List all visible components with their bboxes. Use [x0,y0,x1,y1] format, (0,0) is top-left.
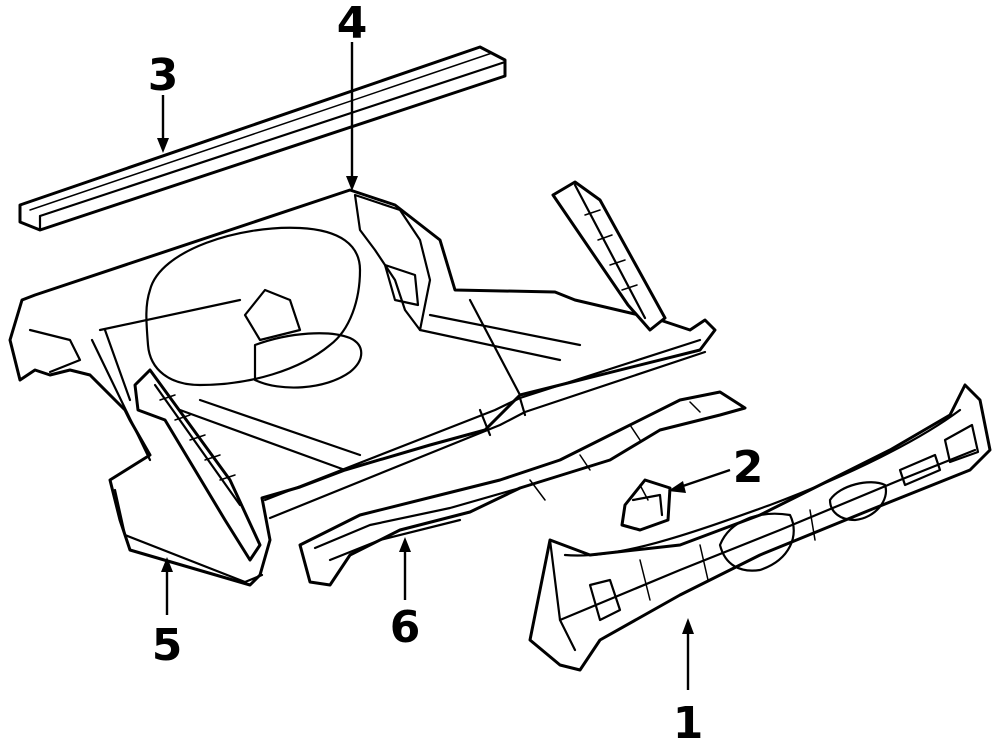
callout-5: 5 [152,557,183,671]
callout-6: 6 [390,537,421,653]
callout-4: 4 [337,0,368,191]
callout-6-label: 6 [390,602,421,653]
part-4-rear-floor-pan [8,180,717,587]
callout-1: 1 [673,618,704,744]
callout-3-label: 3 [148,50,179,101]
callout-3: 3 [148,50,179,153]
callout-2: 2 [668,442,763,493]
callout-2-label: 2 [733,442,764,493]
part-3-trim-strip [18,45,507,232]
callout-4-label: 4 [337,0,368,49]
callout-1-label: 1 [673,698,704,744]
part-6-crossmember [298,390,747,587]
part-1-rear-end-panel [528,383,992,672]
callout-5-label: 5 [152,620,183,671]
part-2-bracket [620,478,672,532]
